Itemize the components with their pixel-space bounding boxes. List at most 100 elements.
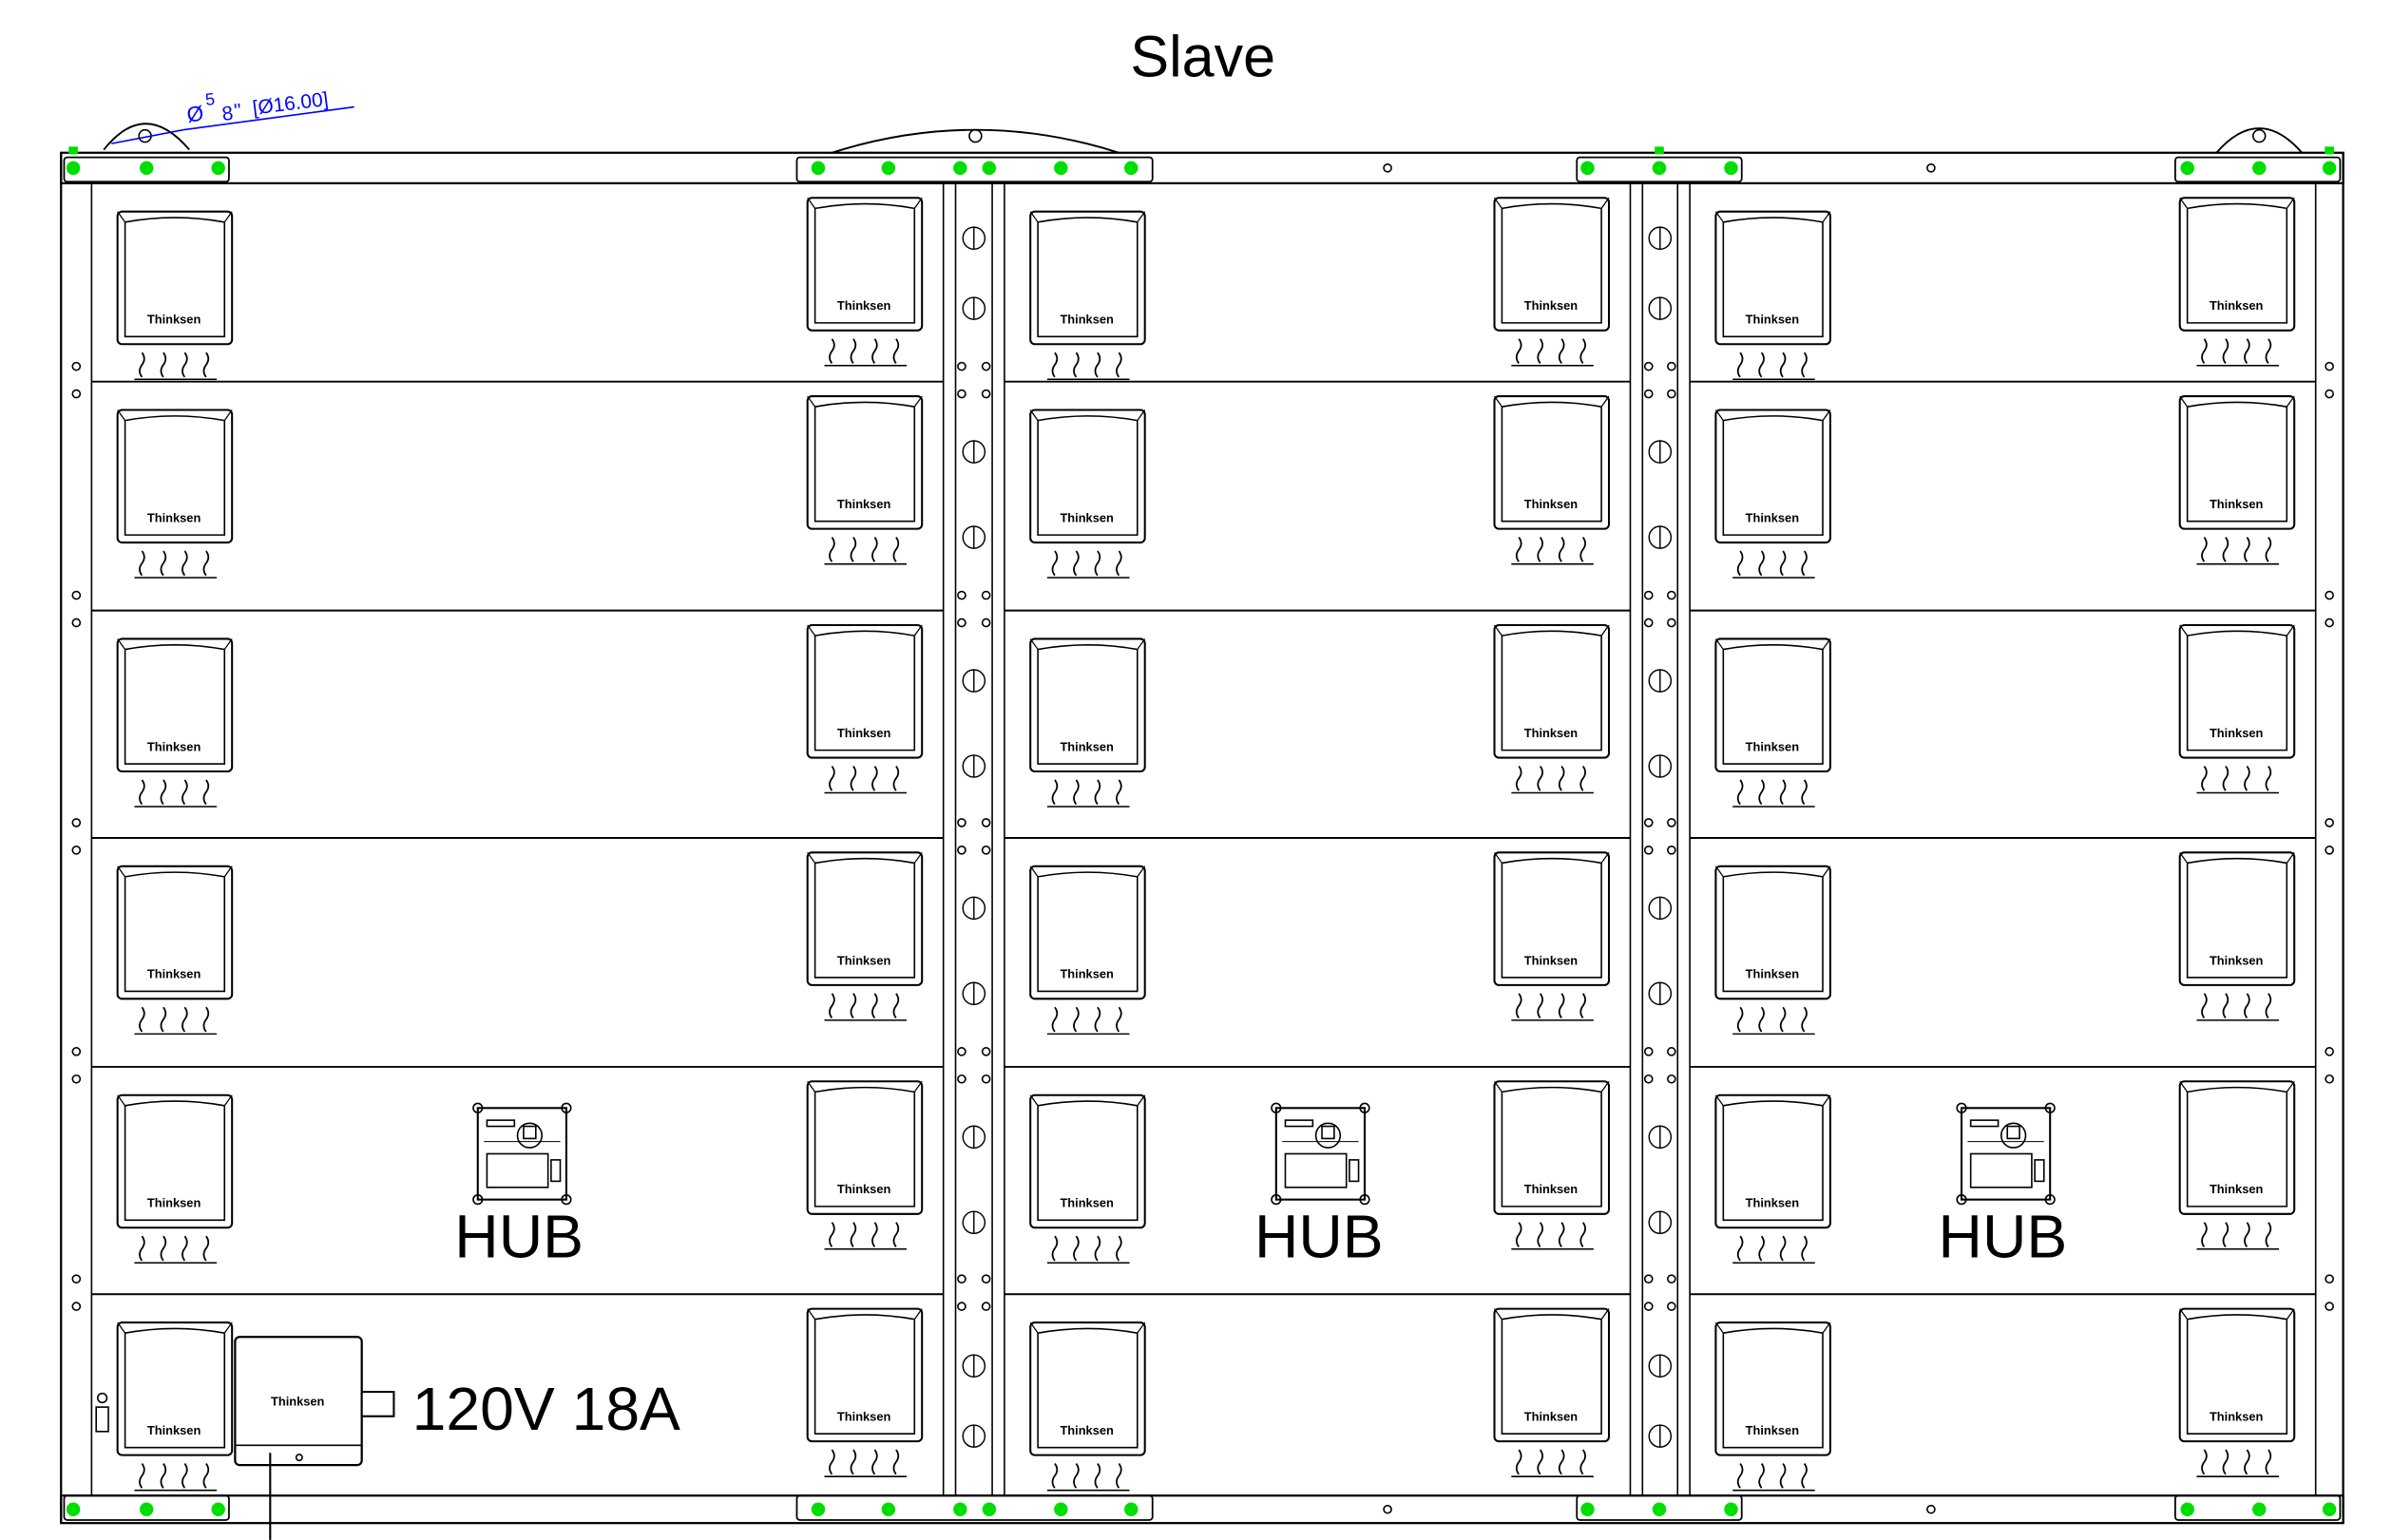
- module-brand: Thinksen: [2210, 726, 2264, 740]
- module-brand: Thinksen: [147, 739, 201, 753]
- led-module: Thinksen: [2178, 395, 2296, 565]
- module-brand: Thinksen: [1746, 313, 1800, 327]
- bolt-icon: [962, 1354, 986, 1378]
- module-brand: Thinksen: [837, 1410, 891, 1424]
- module-connector: [134, 779, 218, 808]
- column-hole: [957, 389, 966, 399]
- dimension-metric: [Ø16.00]: [251, 88, 329, 120]
- mount-marker: [953, 1502, 967, 1516]
- column-hole: [981, 1302, 991, 1311]
- led-module: Thinksen: [1493, 851, 1611, 1021]
- mount-marker: [1652, 161, 1667, 176]
- module-connector: [1511, 536, 1594, 565]
- module-brand: Thinksen: [1746, 1423, 1800, 1437]
- mount-marker: [2322, 161, 2337, 176]
- bolt-icon: [962, 296, 986, 320]
- bolt-icon: [1648, 296, 1673, 320]
- bottom-rail: [60, 1494, 2344, 1525]
- bolt-icon: [1648, 754, 1673, 778]
- edge-hole: [2325, 818, 2334, 827]
- column-hole: [1667, 818, 1676, 827]
- module-connector: [824, 536, 908, 565]
- column-hole: [1643, 1274, 1654, 1284]
- column-hole: [957, 846, 966, 855]
- led-module: Thinksen: [1029, 637, 1146, 808]
- mount-marker: [211, 1502, 225, 1516]
- bolt-icon: [962, 1210, 986, 1235]
- module-brand: Thinksen: [147, 1196, 201, 1210]
- mount-marker: [211, 161, 225, 176]
- led-module: Thinksen: [1714, 409, 1831, 579]
- module-connector: [2196, 992, 2280, 1021]
- module-brand: Thinksen: [1524, 497, 1579, 511]
- bolt-icon: [962, 226, 986, 251]
- module-brand: Thinksen: [837, 953, 891, 967]
- led-module: Thinksen: [1714, 210, 1831, 381]
- column-hole: [981, 1047, 991, 1056]
- led-module: Thinksen: [116, 210, 234, 381]
- module-brand: Thinksen: [1746, 739, 1800, 753]
- rail-hole: [1383, 1504, 1392, 1514]
- module-brand: Thinksen: [1060, 510, 1114, 524]
- bolt-icon: [1648, 1210, 1673, 1235]
- led-module: Thinksen: [1493, 1307, 1611, 1477]
- edge-hole: [2325, 1074, 2334, 1084]
- column-hole: [1643, 389, 1654, 399]
- module-brand: Thinksen: [147, 1423, 201, 1437]
- column-hole: [1667, 618, 1676, 628]
- mount-marker: [953, 161, 967, 176]
- mount-marker: [1724, 161, 1738, 176]
- bolt-icon: [962, 754, 986, 778]
- led-module: Thinksen: [806, 197, 924, 367]
- module-connector: [1732, 1462, 1815, 1492]
- led-module: Thinksen: [1493, 395, 1611, 565]
- bolt-icon: [1648, 981, 1673, 1006]
- rail-bracket: [63, 156, 230, 183]
- led-module: Thinksen: [1493, 1080, 1611, 1250]
- module-connector: [1732, 1006, 1815, 1036]
- hole-diameter-callout: Ø 5 8 " [Ø16.00]: [103, 88, 354, 151]
- column-hole: [1643, 1302, 1654, 1311]
- hub-label: HUB: [1254, 1203, 1384, 1271]
- mount-marker: [2180, 1502, 2194, 1516]
- column-hole: [1643, 846, 1654, 855]
- mount-marker: [2180, 161, 2194, 176]
- module-brand: Thinksen: [1524, 953, 1579, 967]
- module-connector: [134, 1235, 218, 1264]
- led-module: Thinksen: [1714, 865, 1831, 1036]
- column-hole: [957, 361, 966, 371]
- module-brand: Thinksen: [2210, 497, 2264, 511]
- edge-hole: [71, 590, 82, 600]
- edge-hole: [71, 361, 82, 371]
- module-brand: Thinksen: [1524, 298, 1579, 313]
- module-connector: [1511, 1221, 1594, 1250]
- bolt-icon: [962, 1125, 986, 1150]
- module-brand: Thinksen: [1746, 967, 1800, 981]
- column-hole: [1643, 1047, 1654, 1056]
- led-module: Thinksen: [2178, 1080, 2296, 1250]
- module-connector: [1046, 352, 1130, 381]
- column-post: [1629, 182, 1644, 1497]
- led-module: Thinksen: [116, 1321, 234, 1492]
- mount-marker: [1124, 161, 1139, 176]
- edge-hole: [71, 1074, 82, 1084]
- column-hole: [1643, 618, 1654, 628]
- mount-marker: [139, 161, 154, 176]
- module-connector: [1046, 550, 1130, 579]
- module-connector: [824, 337, 908, 367]
- mount-marker: [1652, 1502, 1667, 1516]
- edge-hole: [71, 846, 82, 855]
- module-connector: [1732, 779, 1815, 808]
- module-brand: Thinksen: [1060, 739, 1114, 753]
- led-module: Thinksen: [1029, 409, 1146, 579]
- column-hole: [981, 818, 991, 827]
- column-hole: [981, 389, 991, 399]
- module-connector: [2196, 536, 2280, 565]
- edge-hole: [2325, 361, 2334, 371]
- bolt-icon: [1648, 525, 1673, 549]
- module-brand: Thinksen: [2210, 298, 2264, 313]
- cabinet-structure: [60, 151, 2344, 1525]
- module-connector: [134, 352, 218, 381]
- mount-marker: [66, 161, 81, 176]
- module-connector: [1046, 1235, 1130, 1264]
